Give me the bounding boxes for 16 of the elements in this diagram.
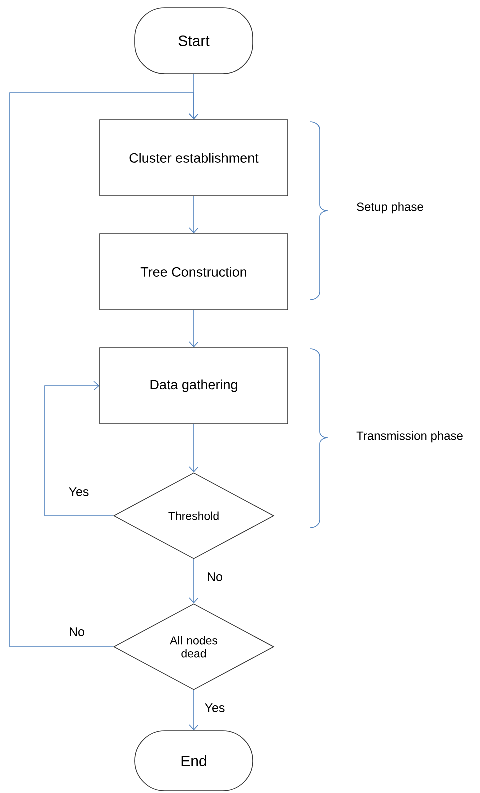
arrow: [189, 424, 199, 473]
edge-label: Yes: [68, 486, 90, 498]
process-box: Tree Construction: [100, 234, 288, 310]
process-box: Data gathering: [100, 348, 288, 424]
phase-label: Setup phase: [357, 202, 424, 214]
arrow: [189, 310, 199, 348]
edge-label: No: [68, 626, 86, 638]
phase-label: Transmission phase: [356, 431, 463, 443]
arrow: [10, 92, 199, 648]
arrow: [189, 690, 199, 731]
edge-label: Yes: [204, 702, 226, 714]
edge-label: No: [206, 572, 224, 582]
arrow: [189, 196, 199, 234]
arrow: [44, 381, 114, 516]
process-box: Cluster establishment: [100, 120, 288, 196]
arrow: [189, 559, 199, 604]
